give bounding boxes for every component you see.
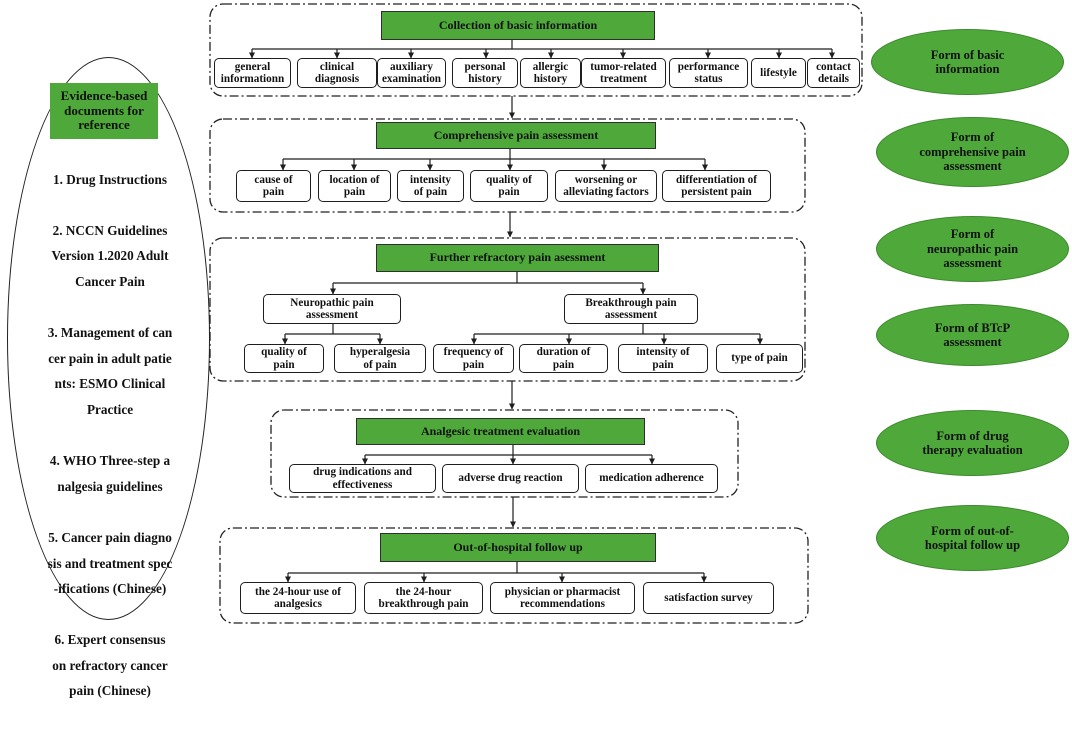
comp-item-worsening-factors: worsening or alleviating factors <box>555 170 657 202</box>
comp-item-quality: quality of pain <box>470 170 548 202</box>
btcp-item-intensity: intensity of pain <box>618 344 708 373</box>
comp-item-location: location of pain <box>318 170 391 202</box>
basic-item-personal-history: personal history <box>452 58 518 88</box>
comp-item-intensity: intensity of pain <box>397 170 464 202</box>
btcp-item-frequency: frequency of pain <box>433 344 514 373</box>
reference-item: 2. NCCN Guidelines Version 1.2020 Adult … <box>51 222 169 289</box>
form-drug-therapy: Form of drug therapy evaluation <box>876 410 1069 476</box>
neuropathic-pain-assessment: Neuropathic pain assessment <box>263 294 401 324</box>
basic-item-performance-status: performance status <box>669 58 748 88</box>
reference-item: 4. WHO Three-step a nalgesia guidelines <box>49 453 171 494</box>
analgesic-item-indications: drug indications and effectiveness <box>289 464 436 493</box>
neuro-item-hyperalgesia: hyperalgesia of pain <box>334 344 426 373</box>
reference-ellipse <box>7 57 210 620</box>
form-follow-up: Form of out-of- hospital follow up <box>876 505 1069 571</box>
basic-item-auxiliary-examination: auxiliary examination <box>377 58 446 88</box>
followup-item-analgesics-use: the 24-hour use of analgesics <box>240 582 356 614</box>
form-basic-information: Form of basic information <box>871 29 1064 95</box>
btcp-item-duration: duration of pain <box>519 344 608 373</box>
comp-item-differentiation: differentiation of persistent pain <box>662 170 771 202</box>
reference-item: 1. Drug Instructions <box>53 171 167 187</box>
followup-title: Out-of-hospital follow up <box>380 533 656 562</box>
reference-item: 3. Management of can cer pain in adult p… <box>47 325 173 417</box>
neuro-item-quality: quality of pain <box>244 344 324 373</box>
reference-item: 5. Cancer pain diagno sis and treatment … <box>47 529 173 597</box>
connector-layer <box>209 3 863 624</box>
refractory-title: Further refractory pain asessment <box>376 244 659 272</box>
section-frame-basic <box>209 3 863 97</box>
form-btcp-assessment: Form of BTcP assessment <box>876 304 1069 366</box>
basic-item-general-information: general informationn <box>214 58 291 88</box>
comp-item-cause: cause of pain <box>236 170 311 202</box>
followup-item-satisfaction-survey: satisfaction survey <box>643 582 774 614</box>
basic-item-lifestyle: lifestyle <box>751 58 806 88</box>
followup-item-recommendations: physician or pharmacist recommendations <box>490 582 635 614</box>
reference-title: Evidence-based documents for reference <box>50 83 158 139</box>
reference-item: 6. Expert consensus on refractory cancer… <box>52 632 168 699</box>
section-frame-comprehensive <box>209 118 806 213</box>
basic-item-contact-details: contact details <box>807 58 860 88</box>
form-comprehensive-pain: Form of comprehensive pain assessment <box>876 117 1069 187</box>
breakthrough-pain-assessment: Breakthrough pain assessment <box>564 294 698 324</box>
basic-item-tumor-related-treatment: tumor-related treatment <box>581 58 666 88</box>
basic-info-title: Collection of basic information <box>381 11 655 40</box>
section-frame-refractory <box>209 237 806 382</box>
followup-item-breakthrough-pain: the 24-hour breakthrough pain <box>364 582 483 614</box>
analgesic-item-adverse-reaction: adverse drug reaction <box>442 464 579 493</box>
analgesic-item-adherence: medication adherence <box>585 464 718 493</box>
analgesic-title: Analgesic treatment evaluation <box>356 418 645 445</box>
form-neuropathic-pain: Form of neuropathic pain assessment <box>876 216 1069 282</box>
basic-item-clinical-diagnosis: clinical diagnosis <box>297 58 377 88</box>
section-frame-followup <box>219 527 809 624</box>
comprehensive-title: Comprehensive pain assessment <box>376 122 656 149</box>
reference-list: 1. Drug Instructions 2. NCCN Guidelines … <box>26 141 194 730</box>
btcp-item-type: type of pain <box>716 344 803 373</box>
basic-item-allergic-history: allergic history <box>520 58 581 88</box>
